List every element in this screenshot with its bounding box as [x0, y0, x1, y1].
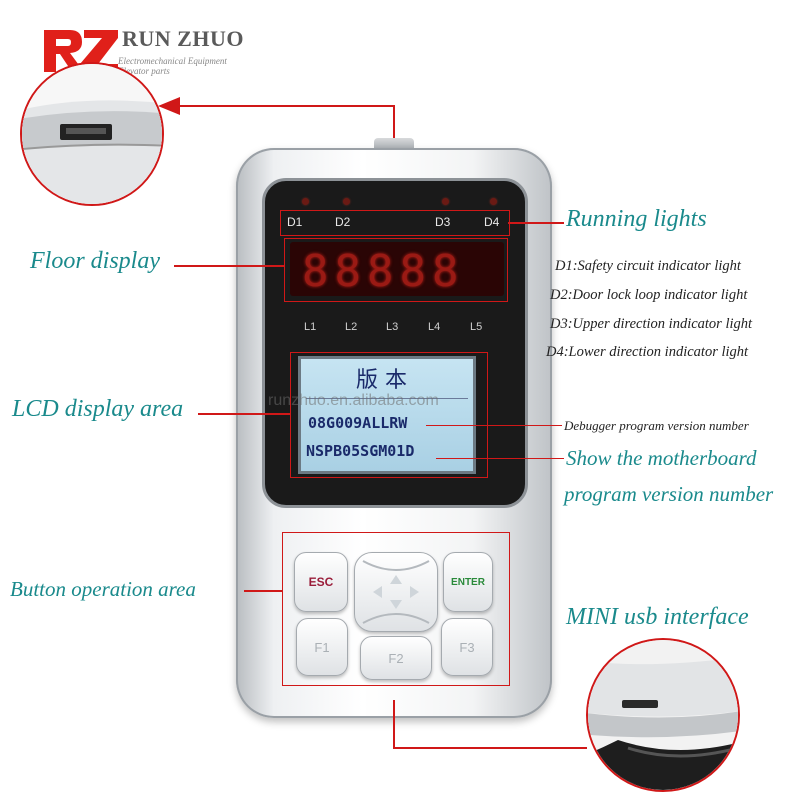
- lcd-frame: [290, 352, 488, 478]
- lcd-title: 版 本: [356, 368, 407, 393]
- callout-running-lights: Running lights: [566, 206, 707, 232]
- callout-motherboard-line1: Show the motherboard: [566, 446, 757, 470]
- callout-button-area: Button operation area: [10, 577, 196, 601]
- led-d2: [343, 198, 350, 205]
- callout-mini-usb: MINI usb interface: [566, 604, 749, 630]
- brand-name: RUN ZHUO: [122, 26, 244, 51]
- callout-lcd-area: LCD display area: [12, 396, 184, 422]
- lcd-screen: [298, 356, 476, 474]
- floor-display-digits: 88888: [302, 246, 465, 297]
- lcd-motherboard-version: NSPB05SGM01D: [306, 442, 415, 460]
- level-label-l5: L5: [470, 321, 483, 333]
- brand-logo: [40, 22, 120, 78]
- direction-pad[interactable]: [354, 552, 438, 632]
- f2-button[interactable]: F2: [360, 636, 432, 680]
- f1-button[interactable]: F1: [296, 618, 348, 676]
- indicator-label-d4: D4: [484, 215, 500, 229]
- led-d3: [442, 198, 449, 205]
- esc-button[interactable]: ESC: [294, 552, 348, 612]
- lcd-divider: [306, 398, 468, 399]
- indicator-label-d3: D3: [435, 215, 451, 229]
- f3-button[interactable]: F3: [441, 618, 493, 676]
- indicator-label-d2: D2: [335, 215, 351, 229]
- led-d4: [490, 198, 497, 205]
- indicator-label-d1: D1: [287, 215, 303, 229]
- level-label-l4: L4: [428, 321, 441, 333]
- note-d3: D3:Upper direction indicator light: [550, 316, 753, 332]
- enter-button[interactable]: ENTER: [443, 552, 493, 612]
- callout-debugger-version: Debugger program version number: [564, 418, 749, 433]
- floor-display-screen: [290, 242, 504, 296]
- lcd-debugger-version: 08G009ALLRW: [308, 414, 408, 432]
- callout-floor-display: Floor display: [30, 248, 160, 274]
- note-d4: D4:Lower direction indicator light: [546, 344, 749, 360]
- arrow-left-icon: [158, 97, 180, 120]
- level-label-l3: L3: [386, 321, 399, 333]
- level-label-l1: L1: [304, 321, 317, 333]
- running-lights-frame: [280, 210, 510, 236]
- mini-usb-zoom: [586, 638, 740, 792]
- watermark: runzhuo.en.alibaba.com: [268, 392, 439, 409]
- led-d1: [302, 198, 309, 205]
- usb-port-zoom: [20, 62, 164, 206]
- button-area-frame: [282, 532, 510, 686]
- brand-subtitle: Electromechanical Equipment Elevator par…: [118, 56, 227, 76]
- level-label-l2: L2: [345, 321, 358, 333]
- callout-motherboard-line2: program version number: [564, 482, 774, 506]
- direction-arrows-icon: [362, 560, 430, 624]
- floor-display-frame: [284, 238, 508, 302]
- note-d2: D2:Door lock loop indicator light: [550, 287, 748, 303]
- note-d1: D1:Safety circuit indicator light: [555, 258, 741, 274]
